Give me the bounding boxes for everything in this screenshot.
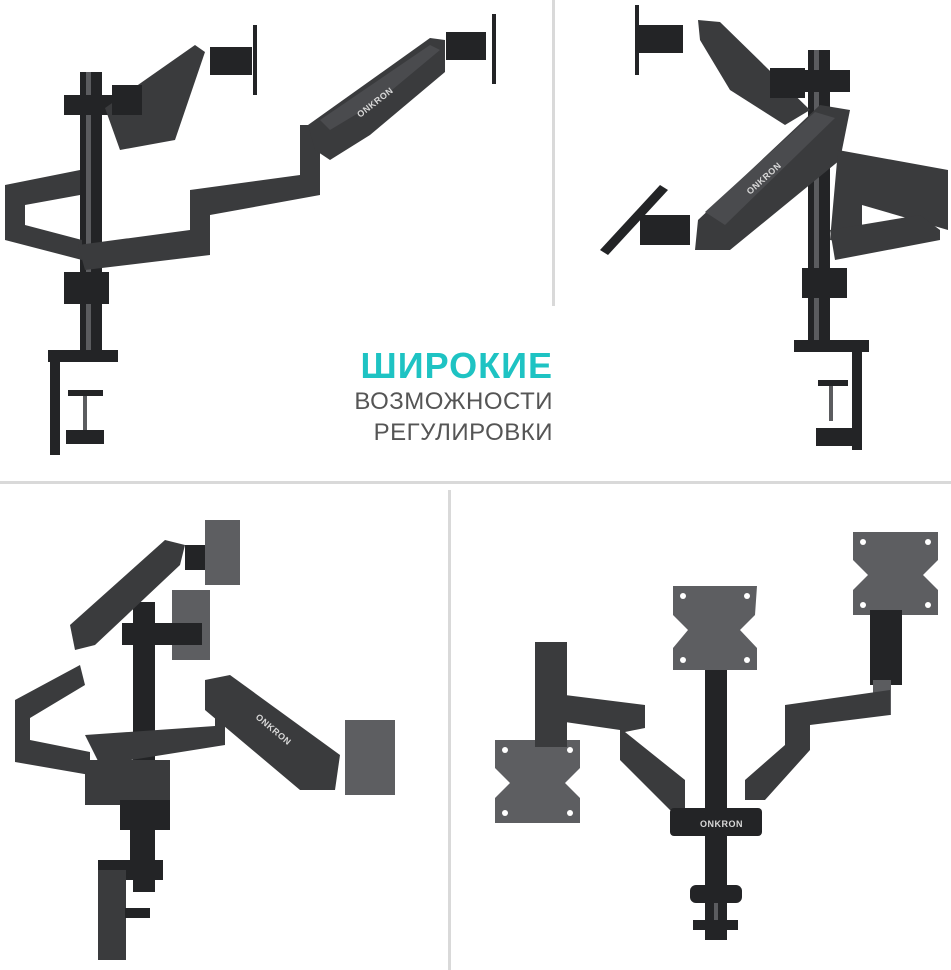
monitor-arm-illustration: ONKRON — [15, 520, 395, 960]
headline-line-1: ШИРОКИЕ — [360, 345, 553, 386]
horizontal-divider — [0, 481, 951, 484]
product-image-top-right: ONKRON — [580, 0, 951, 470]
headline-line-2: ВОЗМОЖНОСТИ — [354, 388, 553, 415]
headline-line-3: РЕГУЛИРОВКИ — [373, 419, 553, 446]
brand-logo: ONKRON — [700, 819, 743, 829]
vertical-divider-top — [552, 0, 555, 306]
monitor-arm-illustration: ONKRON — [5, 14, 496, 455]
product-image-bottom-left: ONKRON — [0, 490, 445, 970]
headline: ШИРОКИЕ ВОЗМОЖНОСТИ РЕГУЛИРОВКИ — [354, 346, 553, 448]
monitor-arm-illustration: ONKRON — [495, 532, 938, 940]
product-image-bottom-right: ONKRON — [455, 490, 951, 970]
product-image-top-left: ONKRON — [0, 0, 552, 470]
monitor-arm-illustration: ONKRON — [600, 5, 948, 450]
vertical-divider-bottom — [448, 490, 451, 970]
